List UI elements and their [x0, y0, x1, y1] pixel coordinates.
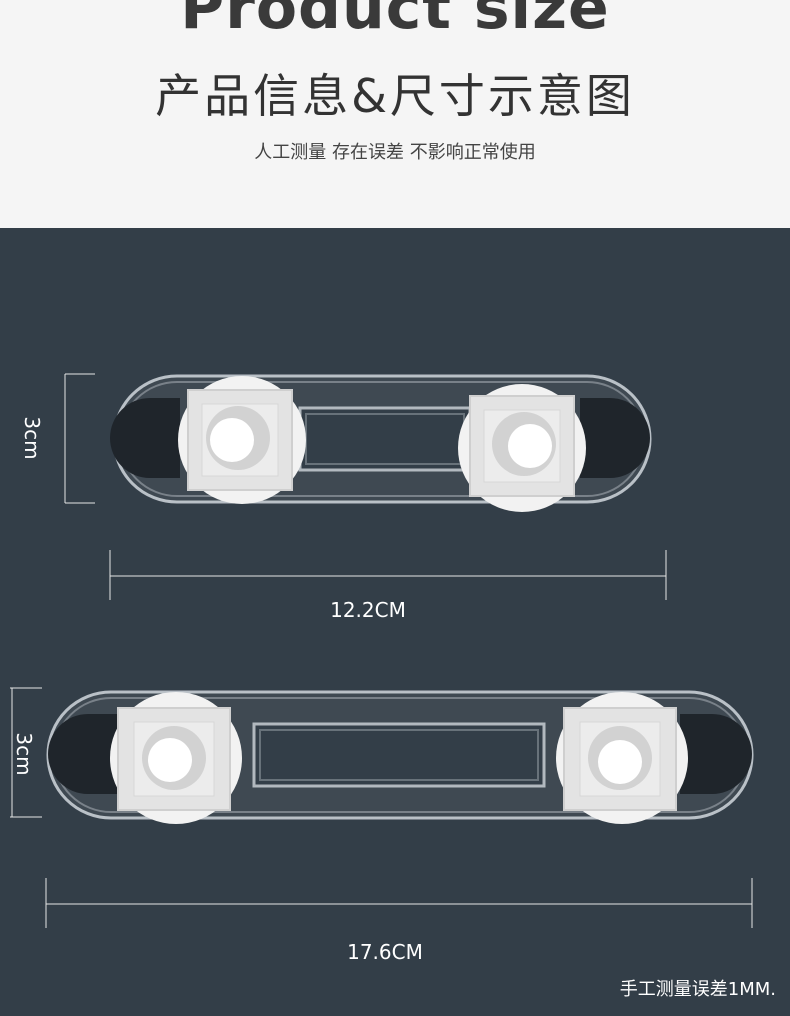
large-lock-image — [46, 690, 754, 824]
header-banner: Product size 产品信息&尺寸示意图 人工测量 存在误差 不影响正常使… — [0, 0, 790, 228]
small-height-label: 3cm — [20, 416, 44, 460]
large-width-dimension-line — [45, 878, 753, 928]
large-height-label: 3cm — [12, 732, 36, 776]
small-width-label: 12.2CM — [330, 598, 406, 622]
large-height-dimension-line — [10, 687, 42, 818]
title-chinese: 产品信息&尺寸示意图 — [155, 69, 635, 123]
title-english: Product size — [180, 0, 610, 43]
measurement-note: 手工测量误差1MM. — [619, 979, 776, 1000]
small-width-dimension-line — [109, 550, 667, 600]
large-width-label: 17.6CM — [347, 940, 423, 964]
small-height-dimension-line — [64, 373, 95, 504]
product-dimensions-panel: 3cm 12.2CM 3cm 17.6CM 手工测量 — [0, 228, 790, 1016]
subtitle: 人工测量 存在误差 不影响正常使用 — [254, 142, 536, 163]
small-lock-image — [110, 374, 652, 512]
